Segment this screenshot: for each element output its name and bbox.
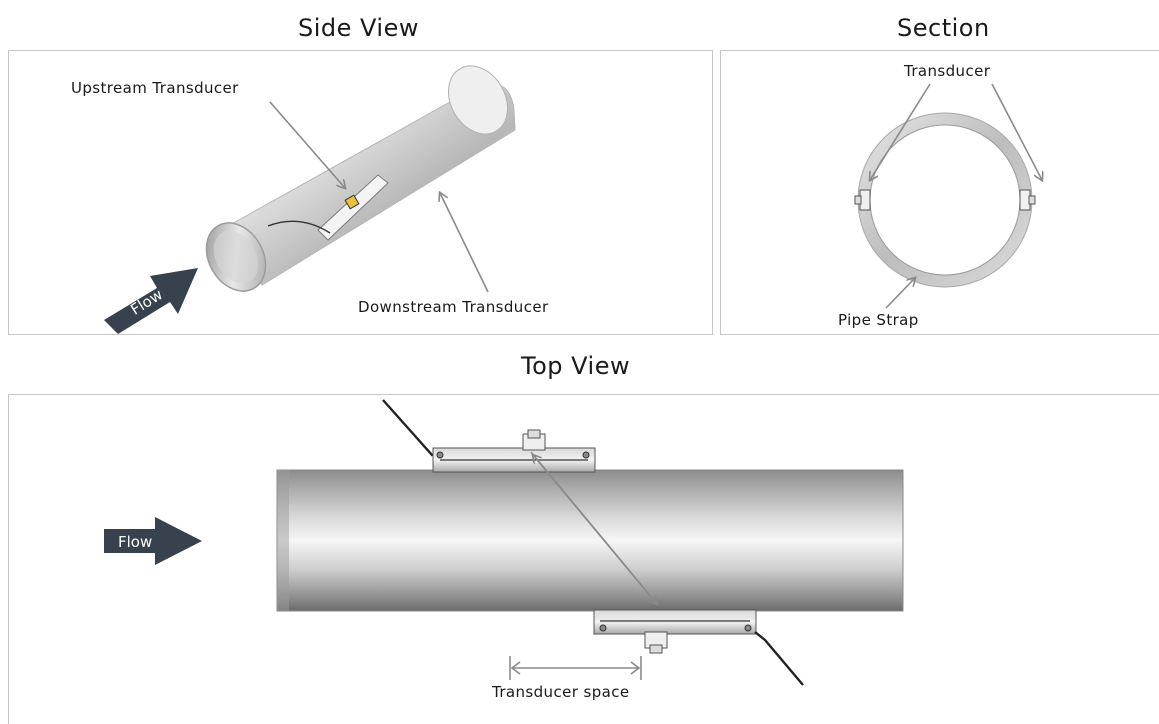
upstream-leader-line bbox=[269, 101, 345, 188]
section-title: Section bbox=[897, 14, 990, 42]
signal-path-line-back bbox=[533, 455, 658, 605]
side-view-flow-arrow: Flow bbox=[104, 268, 198, 334]
top-upstream-transducer bbox=[382, 399, 596, 473]
section-panel bbox=[720, 50, 1159, 335]
section-right-transducer bbox=[1019, 189, 1036, 211]
section-pipe-ring bbox=[857, 112, 1033, 288]
top-downstream-transducer bbox=[593, 609, 804, 686]
top-view-pipe bbox=[276, 469, 904, 612]
side-view-title: Side View bbox=[298, 14, 419, 42]
side-view-panel bbox=[8, 50, 713, 335]
spacing-dimension bbox=[509, 656, 642, 680]
pipe-strap-label: Pipe Strap bbox=[838, 311, 919, 329]
transducer-leader-right bbox=[991, 83, 1042, 180]
downstream-transducer-label: Downstream Transducer bbox=[358, 298, 549, 316]
side-view-pipe bbox=[205, 65, 516, 292]
top-view-panel bbox=[8, 394, 1159, 724]
section-left-transducer bbox=[854, 189, 871, 211]
transducer-label: Transducer bbox=[904, 62, 991, 80]
downstream-leader-line bbox=[440, 193, 489, 293]
transducer-space-label: Transducer space bbox=[492, 683, 630, 701]
strap-leader-line bbox=[885, 278, 915, 309]
transducer-leader-left bbox=[870, 83, 931, 180]
top-flow-label: Flow bbox=[118, 533, 152, 551]
top-view-flow-arrow: Flow bbox=[104, 517, 202, 565]
upstream-transducer-label: Upstream Transducer bbox=[71, 79, 239, 97]
side-view-transducer-assembly bbox=[267, 174, 389, 241]
top-view-title: Top View bbox=[521, 352, 631, 380]
installation-diagram: Flow Flow bbox=[104, 65, 1159, 686]
